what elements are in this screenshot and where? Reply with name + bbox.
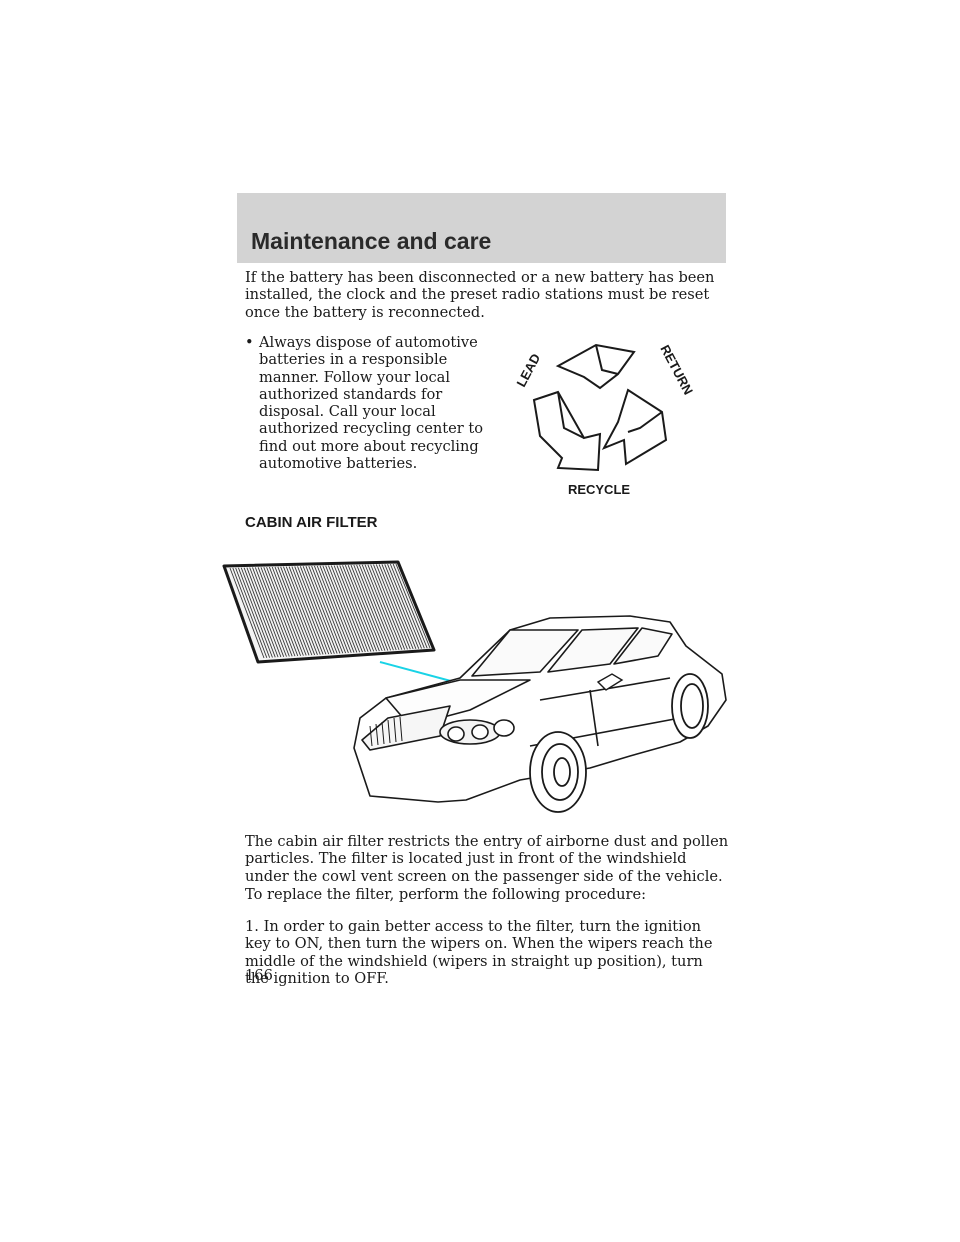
filter-pleat [381,564,417,650]
filter-pleat [252,567,287,657]
filter-pleat [254,567,290,657]
filter-pleat [370,564,406,650]
car-icon [353,615,727,803]
filter-pleat [238,567,273,658]
filter-pleat [229,567,265,659]
filter-pleat [249,567,285,657]
filter-pleat [288,566,324,655]
procedure-step-1: 1. In order to gain better access to the… [245,918,713,987]
filter-pleat [375,564,411,650]
filter-pleat [232,567,268,658]
section-header-band: Maintenance and care [237,193,726,263]
filter-pleat [339,565,375,652]
filter-pleat [322,565,358,653]
filter-pleat [356,564,392,651]
filter-pleat [235,567,271,658]
filter-pleat [316,565,352,653]
recycle-arrow-top [555,343,636,390]
filter-pleat [392,563,428,649]
filter-pleat [283,566,318,655]
filter-pleat [333,565,369,652]
filter-pleat [364,564,400,651]
filter-pleat [325,565,361,653]
filter-pleat [350,564,386,651]
recycle-logo-icon: LEAD RETURN RECYCLE [513,342,696,497]
filter-pleat [319,565,355,653]
filter-pleat [359,564,394,651]
filter-pleat [268,566,304,656]
filter-pleat [342,565,377,652]
filter-pleat [311,565,347,654]
wheel-rear-icon [671,673,709,739]
filter-pleat [263,567,299,657]
filter-pleat [291,566,327,655]
recycle-label-return: RETURN [657,342,696,397]
filter-pleat [347,564,383,652]
cabin-air-filter-title: CABIN AIR FILTER [245,514,378,531]
filter-pleat [260,567,296,657]
filter-pleat [308,565,344,654]
filter-pleat [387,564,422,649]
section-title: Maintenance and care [251,228,492,254]
filter-pleat [373,564,408,650]
recycle-arrow-right [601,388,668,466]
cabin-air-filter-illustration [222,560,727,813]
bullet-symbol: • [245,334,254,351]
filter-pleat [285,566,321,655]
filter-pleat [299,566,335,654]
recycle-label-recycle: RECYCLE [568,482,630,497]
filter-pleat [367,564,403,650]
filter-pleat [266,566,301,656]
recycle-arrow-left [532,390,602,472]
filter-pleat [257,567,293,657]
recycle-label-lead: LEAD [513,351,543,389]
bullet-item: • Always dispose of automotive batteries… [245,334,495,472]
filter-pleat [344,565,380,652]
filter-pleat [305,566,341,654]
filter-pleat [384,564,420,649]
filter-pleat [395,563,431,649]
page-number: 166 [245,967,273,984]
filter-pleat [313,565,349,654]
filter-pleat [330,565,366,653]
filter-pleat [271,566,307,656]
filter-pleat [240,567,276,658]
air-filter-icon [222,560,436,664]
side-mirror-icon [596,673,624,691]
filter-pleat [361,564,397,651]
intro-paragraph: If the battery has been disconnected or … [245,269,715,321]
filter-pleat [274,566,310,656]
filter-pleat [336,565,372,652]
filter-pleat [243,567,279,658]
filter-pleat [277,566,313,656]
filter-pleat [294,566,330,655]
bullet-text: Always dispose of automotive batteries i… [259,334,483,473]
filter-pleat [353,564,389,651]
wheel-front-icon [529,731,587,813]
filter-pleat [246,567,282,658]
filter-pleat [280,566,316,656]
filter-pleat [389,563,425,649]
cabin-filter-paragraph: The cabin air filter restricts the entry… [245,833,729,885]
procedure-intro: To replace the filter, perform the follo… [245,886,647,903]
filter-pleat [328,565,363,653]
filter-pleat [297,566,332,655]
filter-pleat [378,564,414,650]
filter-pleat [302,566,338,654]
